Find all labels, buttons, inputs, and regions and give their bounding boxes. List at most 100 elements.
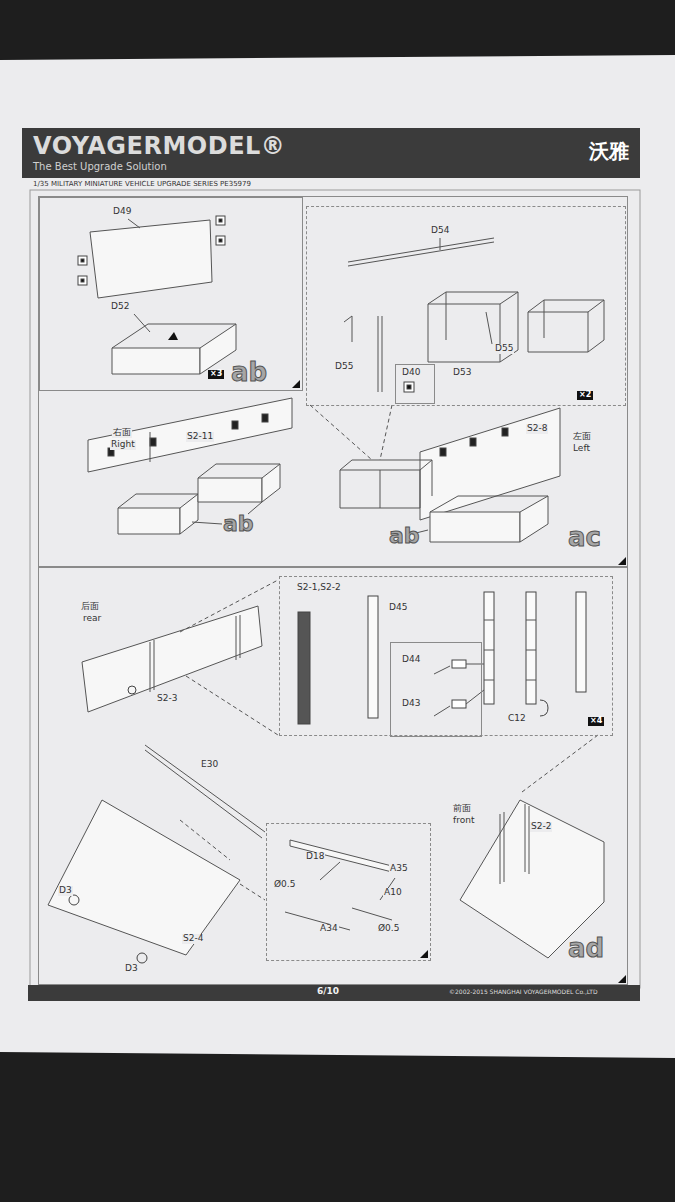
- box-side: [180, 494, 198, 534]
- dashed-leader: [180, 580, 278, 632]
- leader-line: [134, 314, 150, 332]
- copyright: ©2002-2015 SHANGHAI VOYAGERMODEL Co.,LTD: [448, 989, 599, 996]
- part-label: 右面: [112, 428, 132, 438]
- frame-edge: [428, 362, 500, 363]
- wall-rear: [82, 606, 262, 712]
- page-frame: [30, 190, 640, 988]
- part-label: front: [452, 816, 475, 826]
- corner-marker: [292, 380, 300, 388]
- detail-inset: D44D43: [390, 642, 482, 737]
- part-label: D18: [305, 852, 325, 862]
- rail-d45: [368, 596, 378, 718]
- box-d52-front: [112, 348, 200, 374]
- rod-e30: [145, 750, 262, 838]
- post: [154, 640, 155, 690]
- rail-notch: [484, 680, 494, 681]
- leg-d55: [382, 316, 383, 392]
- page-number: 6/10: [316, 987, 340, 997]
- leader-line: [440, 238, 441, 250]
- part-label: S2-8: [526, 424, 548, 434]
- rail: [484, 592, 494, 704]
- frame-assembled: [528, 300, 604, 312]
- fold-marker: [168, 332, 178, 340]
- part-label: 后面: [80, 602, 100, 612]
- rail-notch: [484, 650, 494, 651]
- frame-edge: [446, 292, 447, 340]
- part-d40-dot: [407, 385, 411, 389]
- tab-marker: [440, 448, 446, 456]
- leader-line: [128, 219, 140, 228]
- rod-d54: [348, 238, 494, 262]
- box-d52-top: [112, 324, 236, 348]
- wall-rib: [150, 432, 151, 462]
- part-d43: [452, 700, 466, 708]
- frame-edge: [432, 460, 433, 496]
- dashed-leader: [240, 884, 265, 900]
- clip-icon: [78, 276, 87, 285]
- plate-d49: [90, 220, 212, 298]
- frame-edge: [528, 312, 529, 352]
- rail-notch: [526, 620, 536, 621]
- leader-line: [434, 666, 450, 674]
- quantity-badge: ×2: [577, 391, 593, 400]
- corner-marker: [618, 557, 626, 565]
- step-letter: ab: [230, 358, 268, 387]
- part-label: A10: [383, 888, 403, 898]
- part-label: D43: [401, 699, 421, 709]
- dimension: Ø0.5: [273, 880, 296, 890]
- part-label: Right: [110, 440, 136, 450]
- post: [500, 814, 501, 884]
- rod-d54: [348, 242, 494, 266]
- detail-inset: D40: [395, 364, 435, 404]
- paper-sheet: [0, 55, 675, 1058]
- corner-marker: [420, 950, 428, 958]
- dashed-leader: [522, 735, 598, 792]
- box-top: [198, 464, 280, 478]
- part-label: D54: [430, 226, 450, 236]
- post: [525, 804, 526, 872]
- bar-d18: [290, 840, 392, 872]
- step-letter: ab: [388, 524, 421, 548]
- part-label: A34: [319, 924, 339, 934]
- box-top: [118, 494, 198, 508]
- frame-edge: [380, 470, 381, 508]
- brand-logo: VOYAGERMODEL®: [32, 133, 286, 159]
- clip-icon: [78, 256, 87, 265]
- part-label: rear: [82, 614, 102, 624]
- box-side: [520, 496, 548, 542]
- rod-a35: [352, 908, 392, 920]
- frame-edge: [340, 508, 420, 509]
- part-label: 左面: [572, 432, 592, 442]
- box-front: [118, 508, 180, 534]
- clip-icon: [216, 236, 225, 245]
- rail-notch: [526, 680, 536, 681]
- part-label: D52: [110, 302, 130, 312]
- frame-d53: [428, 292, 518, 304]
- tab-marker: [470, 438, 476, 446]
- step-letter: ad: [567, 934, 605, 963]
- clip-icon-dot: [81, 259, 84, 262]
- quantity-badge: ×4: [588, 717, 604, 726]
- dashed-leader: [180, 820, 230, 860]
- post: [236, 616, 237, 660]
- part-label: 1/35 MILITARY MINIATURE VEHICLE UPGRADE …: [32, 181, 252, 189]
- rail-notch: [484, 620, 494, 621]
- clip-icon-dot: [81, 279, 84, 282]
- part-label: D55: [334, 362, 354, 372]
- hook-d3: [69, 895, 79, 905]
- plate-s2-4: [48, 800, 240, 955]
- leader-line: [434, 706, 450, 716]
- post: [504, 812, 505, 882]
- bracket-d55: [344, 316, 352, 342]
- leader-line: [192, 522, 222, 524]
- step-letter: ab: [222, 512, 255, 536]
- frame-edge: [588, 312, 589, 352]
- brand-chinese: 沃雅: [588, 140, 630, 162]
- rod-a34: [285, 912, 350, 930]
- clip-icon-dot: [219, 219, 222, 222]
- rail-notch: [526, 650, 536, 651]
- part-label: D3: [124, 964, 139, 974]
- leg-d55: [378, 316, 379, 392]
- dashed-leader: [380, 405, 392, 460]
- part-label: D40: [401, 368, 421, 378]
